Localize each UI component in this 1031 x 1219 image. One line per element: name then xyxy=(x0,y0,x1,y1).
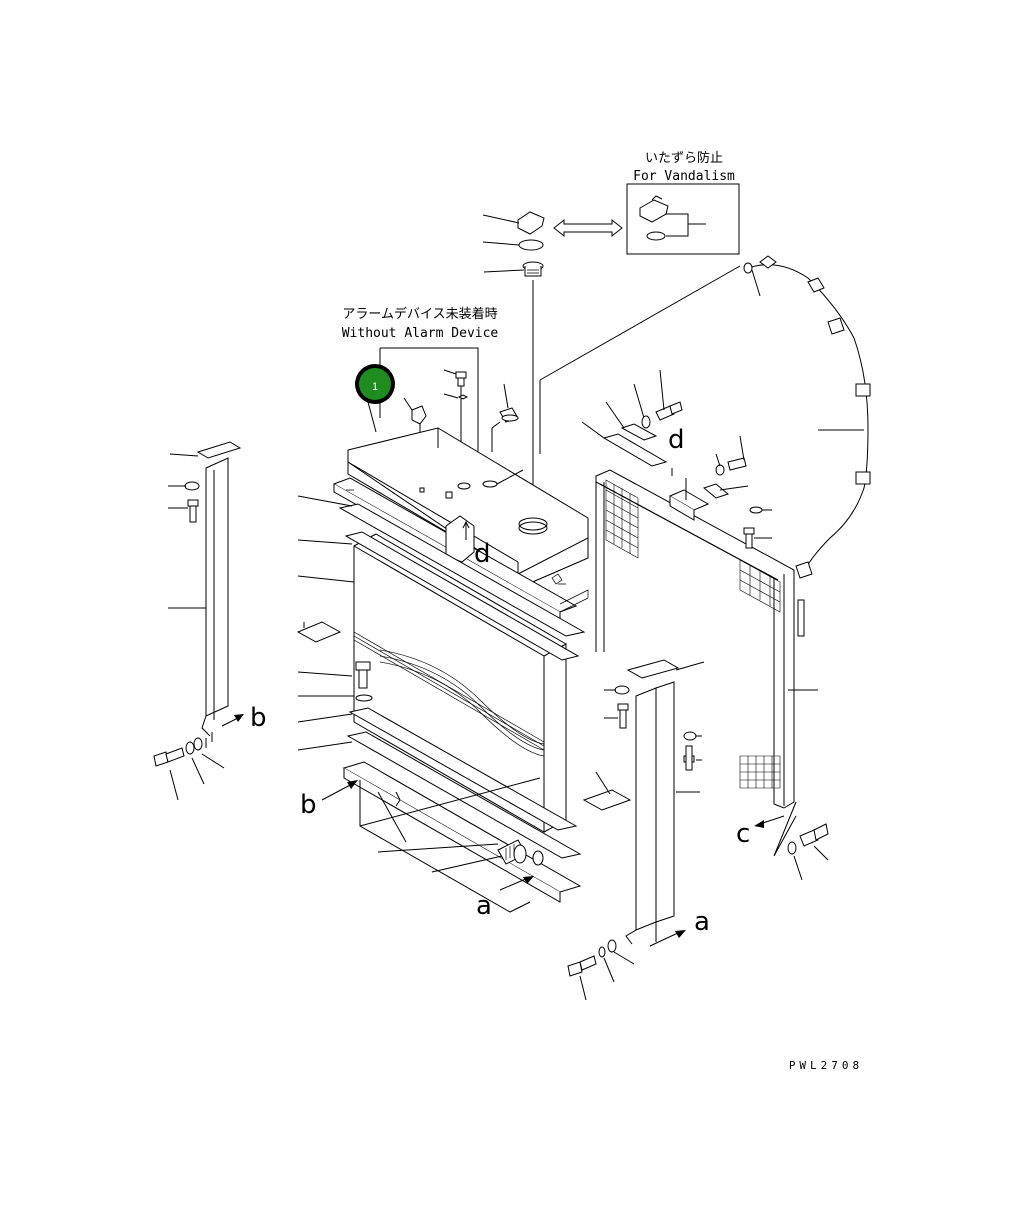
vandalism-title-jp: いたずら防止 xyxy=(645,150,723,166)
filler-strainer-icon xyxy=(483,261,544,520)
view-ref-b-left: b xyxy=(250,703,267,733)
left-washer-icon xyxy=(168,481,200,491)
right-bolt-upper-icon xyxy=(604,703,629,729)
core-washer-icon xyxy=(355,694,373,702)
guard-washer-top xyxy=(641,415,651,429)
cap-gasket-icon xyxy=(482,239,544,251)
core-bolt-icon xyxy=(355,661,371,689)
alarm-title-en: Without Alarm Device xyxy=(342,326,499,341)
view-ref-b-core: b xyxy=(300,790,317,820)
core-bracket-icon xyxy=(296,621,342,643)
lockable-cap-icon xyxy=(639,195,706,241)
view-ref-a-right: a xyxy=(694,907,710,937)
guard-bolt-right xyxy=(743,527,772,549)
right-washer-lower-icon xyxy=(683,731,702,741)
guard-mount-bolt-icon xyxy=(787,823,829,881)
d-view-flag xyxy=(445,515,475,563)
tank-boss-icon xyxy=(482,469,524,488)
arrow-a-core-icon xyxy=(499,876,534,891)
right-washer-upper-icon xyxy=(604,685,630,695)
leader-lines-left xyxy=(297,495,503,873)
drawing-code: PWL2708 xyxy=(789,1059,863,1072)
arrow-b-left-icon xyxy=(221,714,244,727)
view-ref-d-guard: d xyxy=(668,425,685,455)
view-ref-c: c xyxy=(736,819,750,849)
alarm-device-inset: アラームデバイス未装着時 Without Alarm Device xyxy=(342,306,499,475)
tank-port-icon xyxy=(419,482,471,499)
upper-seal-strip xyxy=(338,503,586,661)
vent-clip-icon xyxy=(491,383,519,452)
vent-hose xyxy=(743,255,871,637)
alarm-title-jp: アラームデバイス未装着時 xyxy=(342,306,497,322)
swap-arrow-icon xyxy=(553,218,623,238)
right-mount-bolt-icon xyxy=(567,939,635,1001)
guard-bolt-top xyxy=(655,369,683,421)
guard-washer-right xyxy=(749,506,772,514)
lower-seal-strip xyxy=(346,707,582,859)
vandalism-inset: いたずら防止 For Vandalism xyxy=(626,150,740,255)
guard-clip-mid xyxy=(702,483,749,499)
left-mount-bolt-icon xyxy=(153,737,225,801)
callout-marker-fill xyxy=(359,368,391,400)
vandalism-frame xyxy=(626,183,740,255)
radiator-lower-tank xyxy=(342,761,582,913)
arrow-a-right-icon xyxy=(649,930,686,947)
small-washer-icon xyxy=(443,393,469,400)
left-side-support xyxy=(168,441,242,748)
guard-bolt-mid xyxy=(727,435,747,471)
callout-number: 1 xyxy=(372,381,378,393)
guard-bracket-top xyxy=(581,383,668,467)
drain-cock-icon xyxy=(497,839,544,866)
radiator-core xyxy=(353,533,567,833)
left-bolt-icon xyxy=(168,499,199,523)
arrow-b-core-icon xyxy=(321,780,358,801)
view-ref-a-core: a xyxy=(476,891,492,921)
guard-washer-mid xyxy=(715,453,725,476)
right-bracket-lower-icon xyxy=(582,771,632,811)
mesh-panel-top-right xyxy=(739,559,781,613)
right-side-support xyxy=(625,659,705,945)
arrow-c-icon xyxy=(754,801,797,857)
right-bolt-lower-icon xyxy=(683,745,702,771)
view-ref-d-tank: d xyxy=(474,539,491,569)
tank-filler-neck-icon xyxy=(518,517,548,535)
callout-marker-1[interactable]: 1 xyxy=(355,364,395,404)
filler-cap-icon xyxy=(482,211,545,235)
mesh-panel-top-left xyxy=(605,479,639,559)
vandalism-title-en: For Vandalism xyxy=(633,169,735,184)
mesh-panel-bottom xyxy=(739,755,781,789)
guard-bracket-mid xyxy=(668,468,710,521)
plug-bolt-icon xyxy=(443,369,467,470)
